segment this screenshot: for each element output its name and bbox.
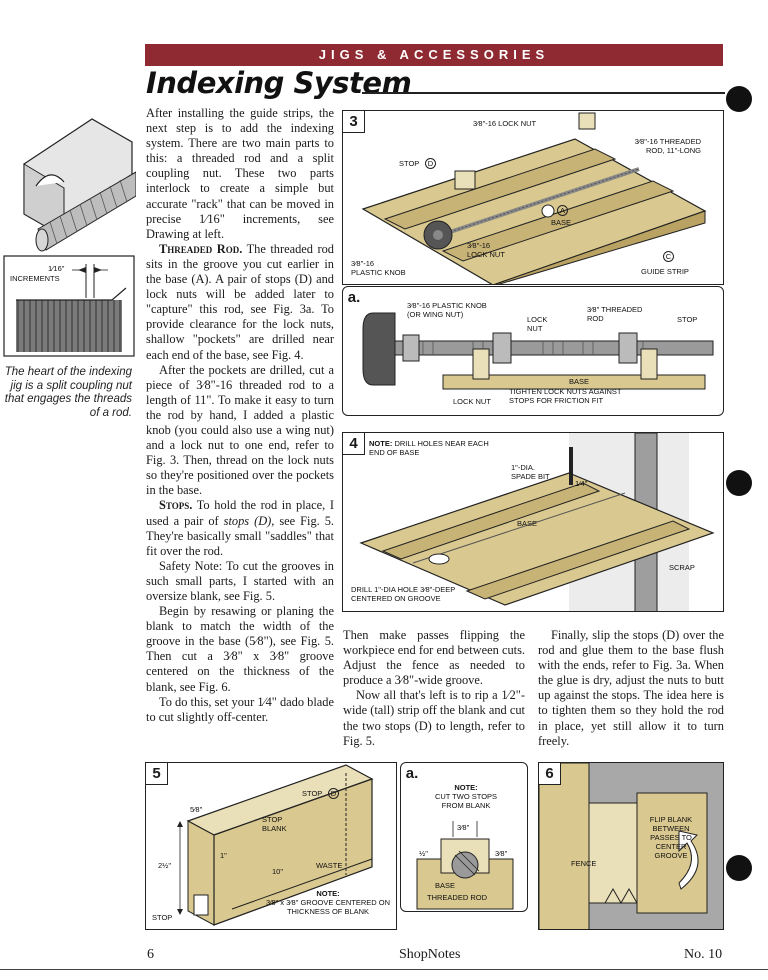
sidebar-illustration: 1⁄16" INCREMENTS (2, 104, 137, 359)
fig6-fence: FENCE (571, 859, 597, 868)
binder-hole-middle (726, 470, 752, 496)
issue-number: No. 10 (684, 947, 723, 962)
fig3-stop-letter: D (425, 158, 436, 169)
fig3-guide-letter: C (663, 251, 674, 262)
increment-dimension: 1⁄16" (48, 264, 65, 273)
fig5-dim-10: 10" (272, 867, 284, 876)
fig5a-threaded-rod: THREADED ROD (427, 893, 488, 902)
fig3a-stop: STOP (677, 315, 698, 324)
page-title: Indexing System (146, 66, 412, 100)
fig5-note: NOTE:3⁄8" x 3⁄8" GROOVE CENTERED ON THIC… (265, 889, 391, 916)
fig3-threaded-rod: 3⁄8"-16 THREADED ROD, 11"-LONG (634, 137, 701, 155)
paragraph-dado: To do this, set your 1⁄4" dado blade to … (146, 694, 334, 724)
fig5-stop-letter: D (328, 788, 339, 799)
fig5a-dim-top: 3⁄8" (457, 823, 470, 832)
sidebar-caption: The heart of the indexing jig is a split… (4, 366, 132, 419)
figure-3a-number: a. (347, 289, 361, 306)
paragraph-stops: Stops. To hold the rod in place, I used … (146, 498, 334, 558)
figure-6-number: 6 (539, 763, 561, 785)
fig4-depth: 1⁄4" (575, 479, 588, 488)
fig3a-lock-nut-upper: LOCK NUT (527, 315, 548, 333)
fig3a-threaded-rod: 3⁄8" THREADED ROD (587, 305, 643, 323)
increments-label: INCREMENTS (10, 274, 60, 283)
fig5-waste: WASTE (316, 861, 343, 870)
fig3-lock-nut: 3⁄8"-16 LOCK NUT (467, 241, 505, 259)
figure-3a: a. 3⁄8"-16 PLASTIC KNOB (OR WING NUT) 3⁄… (342, 286, 724, 416)
fig5-dim-top: 5⁄8" (190, 805, 203, 814)
fig5-stop-blank: STOP BLANK (262, 815, 287, 833)
runin-head-stops: Stops. (159, 498, 193, 513)
figure-6: 6 FLIP BLANK BETWEEN PASSES TO CENTER GR… (538, 762, 724, 930)
fig3a-note: TIGHTEN LOCK NUTS AGAINST STOPS FOR FRIC… (509, 387, 622, 405)
article-column-1: After installing the guide strips, the n… (146, 106, 334, 725)
paragraph-passes: Then make passes flipping the workpiece … (343, 628, 525, 688)
figure-5a: a. NOTE:CUT TWO STOPS FROM BLANK 3⁄8" ½"… (400, 762, 528, 912)
fig3-plastic-knob: 3⁄8"-16 PLASTIC KNOB (351, 259, 406, 277)
paragraph-resaw: Begin by resawing or planing the blank t… (146, 604, 334, 694)
fig3-stop: STOP (399, 159, 420, 168)
page-number: 6 (147, 947, 154, 962)
figure-5a-number: a. (405, 765, 419, 782)
publication-name: ShopNotes (399, 947, 461, 962)
footer-rule (0, 969, 768, 970)
figure-3-number: 3 (343, 111, 365, 133)
figure-3: 3 3⁄8"-16 LOCK NUT 3⁄8"-16 THREADED ROD,… (342, 110, 724, 285)
fig3-base-letter: A (557, 205, 568, 216)
paragraph-threaded-rod: Threaded Rod. The threaded rod sits in t… (146, 241, 334, 362)
fig5a-note: NOTE:CUT TWO STOPS FROM BLANK (434, 783, 498, 810)
fig6-flip: FLIP BLANK BETWEEN PASSES TO CENTER GROO… (649, 815, 693, 860)
fig5a-base: BASE (435, 881, 456, 890)
figure-4-number: 4 (343, 433, 365, 455)
paragraph-pockets: After the pockets are drilled, cut a pie… (146, 362, 334, 498)
fig3a-knob: 3⁄8"-16 PLASTIC KNOB (OR WING NUT) (407, 301, 487, 319)
fig3-base: BASE (551, 218, 572, 227)
fig5-dim-height: 2½" (158, 861, 172, 870)
figure-5: 5 STOP D 5⁄8" STOP BLANK 1" 2½" 10" WAST… (145, 762, 397, 930)
fig3a-base: BASE (569, 377, 590, 386)
binder-hole-top (726, 86, 752, 112)
fig3a-lock-nut-lower: LOCK NUT (453, 397, 491, 406)
fig5-stop-top: STOP (302, 789, 323, 798)
fig4-scrap: SCRAP (669, 563, 695, 572)
fig5a-dim-left: ½" (419, 849, 428, 858)
runin-head-threaded-rod: Threaded Rod. (159, 241, 243, 256)
section-banner: JIGS & ACCESSORIES (145, 44, 723, 66)
article-column-2: Then make passes flipping the workpiece … (343, 628, 525, 749)
fig4-spade-bit: 1"-DIA. SPADE BIT (511, 463, 550, 481)
paragraph-safety: Safety Note: To cut the grooves in such … (146, 558, 334, 603)
fig3-guide-strip: GUIDE STRIP (641, 267, 689, 276)
figure-5-number: 5 (146, 763, 168, 785)
fig3-lock-nut-top: 3⁄8"-16 LOCK NUT (473, 119, 537, 128)
article-column-3: Finally, slip the stops (D) over the rod… (538, 628, 724, 749)
fig5a-dim-right: 3⁄8" (495, 849, 508, 858)
fig4-note: NOTE: DRILL HOLES NEAR EACH END OF BASE (369, 439, 489, 457)
fig5-stop-bottom: STOP (152, 913, 173, 922)
fig4-base: BASE (517, 519, 538, 528)
paragraph-rip: Now all that's left is to rip a 1⁄2"-wid… (343, 688, 525, 748)
paragraph-finally: Finally, slip the stops (D) over the rod… (538, 628, 724, 748)
figure-4: 4 NOTE: DRILL HOLES NEAR EACH END OF BAS… (342, 432, 724, 612)
title-rule (362, 92, 725, 94)
binder-hole-bottom (726, 855, 752, 881)
fig5-dim-1: 1" (220, 851, 227, 860)
fig4-drill-note: DRILL 1"-DIA HOLE 3⁄8"-DEEP CENTERED ON … (351, 585, 456, 603)
paragraph-intro: After installing the guide strips, the n… (146, 106, 334, 241)
